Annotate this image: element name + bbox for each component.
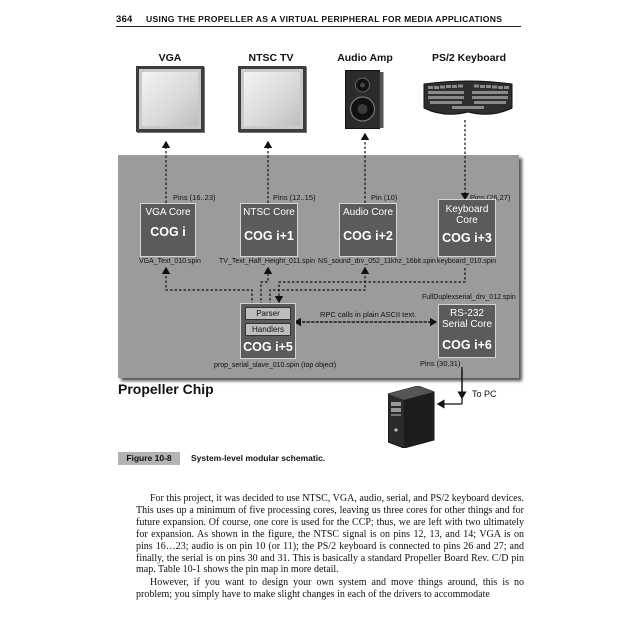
- ntsc-pins-label: Pins (12..15): [273, 193, 316, 202]
- figure-caption: System-level modular schematic.: [191, 453, 326, 463]
- device-label-audio: Audio Amp: [337, 52, 393, 64]
- cog-id: COG i+1: [244, 229, 294, 243]
- vga-pins-label: Pins (16..23): [173, 193, 216, 202]
- ntsc-core-cog: NTSC Core COG i+1: [240, 203, 298, 257]
- speaker-icon: [345, 70, 384, 129]
- device-label-ntsc: NTSC TV: [248, 52, 294, 64]
- cog-name: Audio Core: [342, 207, 394, 218]
- ntsc-file-label: TV_Text_Half_Height_011.spin: [219, 258, 315, 265]
- device-label-vga: VGA: [158, 52, 182, 64]
- header-rule: [116, 26, 521, 28]
- paragraph-1: For this project, it was decided to use …: [136, 493, 524, 576]
- audio-pins-label: Pin (10): [371, 193, 398, 202]
- cog-id: COG i+5: [243, 340, 293, 354]
- cog-name: VGA Core: [145, 207, 191, 218]
- cog-name: NTSC Core: [243, 207, 295, 218]
- main-parser-cog: Parser Handlers COG i+5: [240, 303, 296, 359]
- pc-tower-icon: [388, 386, 435, 448]
- cog-name-line1: RS-232: [450, 308, 484, 319]
- keyboard-pins-label: Pins (26,27): [470, 193, 511, 202]
- running-title: USING THE PROPELLER AS A VIRTUAL PERIPHE…: [146, 14, 503, 24]
- keyboard-file-label: keyboard_010.spin: [437, 258, 497, 265]
- serial-pins-label: Pins (30,31): [420, 359, 461, 368]
- parser-box: Parser: [245, 307, 291, 320]
- tv-monitor-icon: [238, 66, 306, 132]
- cog-name-line2: Serial Core: [441, 319, 493, 330]
- keyboard-icon: [423, 80, 513, 115]
- handlers-box: Handlers: [245, 323, 291, 336]
- page-number: 364: [116, 14, 133, 25]
- keyboard-core-cog: Keyboard Core COG i+3: [438, 199, 496, 257]
- body-text: For this project, it was decided to use …: [136, 493, 524, 601]
- cog-name-line2: Core: [456, 215, 478, 226]
- vga-core-cog: VGA Core COG i: [140, 203, 196, 257]
- cog-id: COG i+3: [442, 231, 492, 245]
- chip-label: Propeller Chip: [118, 381, 214, 397]
- figure-tag: Figure 10-8: [118, 452, 180, 465]
- audio-core-cog: Audio Core COG i+2: [339, 203, 397, 257]
- cog-id: COG i: [150, 225, 186, 239]
- vga-file-label: VGA_Text_010.spin: [139, 258, 201, 265]
- audio-file-label: NS_sound_drv_052_11khz_16bit.spin: [318, 258, 436, 265]
- device-label-keyboard: PS/2 Keyboard: [431, 52, 507, 64]
- cog-name-line1: Keyboard: [445, 204, 489, 215]
- paragraph-2: However, if you want to design your own …: [136, 577, 524, 601]
- vga-monitor-icon: [136, 66, 204, 132]
- running-header: 364 USING THE PROPELLER AS A VIRTUAL PER…: [116, 14, 521, 32]
- serial-file-label: FullDuplexserial_drv_012.spin: [422, 294, 516, 301]
- cog-id: COG i+2: [343, 229, 393, 243]
- serial-core-cog: RS-232 Serial Core COG i+6: [438, 304, 496, 358]
- main-file-label: prop_serial_slave_010.spin (top object): [214, 362, 337, 369]
- cog-id: COG i+6: [442, 338, 492, 352]
- to-pc-label: To PC: [472, 389, 497, 399]
- rpc-label: RPC calls in plain ASCII text.: [320, 310, 417, 319]
